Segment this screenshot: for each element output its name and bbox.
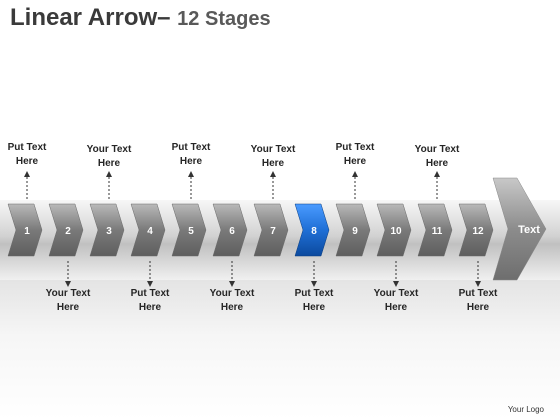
final-arrow: Text xyxy=(492,177,547,281)
stage-chevron-8: 8 xyxy=(294,203,330,257)
stage-label-line: Here xyxy=(15,156,39,167)
stage-number: 6 xyxy=(229,226,235,237)
stage-number: 7 xyxy=(270,226,276,237)
stage-label-line: Your Text xyxy=(86,144,132,155)
stage-chevron-4: 4 xyxy=(130,203,166,257)
stage-label-line: Here xyxy=(220,302,244,313)
stage-chevron-3: 3 xyxy=(89,203,125,257)
stage-label-line: Your Text xyxy=(45,288,91,299)
stage-chevron-11: 11 xyxy=(417,203,453,257)
stage-label-line: Here xyxy=(466,302,490,313)
stage-label-line: Here xyxy=(425,158,449,169)
stage-number: 5 xyxy=(188,226,194,237)
stage-label-line: Here xyxy=(384,302,408,313)
stage-number: 10 xyxy=(390,226,402,237)
stage-label-line: Your Text xyxy=(414,144,460,155)
stage-label-line: Here xyxy=(261,158,285,169)
stage-label-line: Here xyxy=(179,156,203,167)
stage-chevron-1: 1 xyxy=(7,203,43,257)
stage-label-line: Put Text xyxy=(130,288,170,299)
stage-label-line: Your Text xyxy=(250,144,296,155)
title-subtitle: 12 Stages xyxy=(177,8,271,30)
stage-label-line: Here xyxy=(343,156,367,167)
stage-chevron-5: 5 xyxy=(171,203,207,257)
stage-number: 11 xyxy=(432,226,443,237)
stage-number: 1 xyxy=(24,226,30,237)
stage-label-line: Here xyxy=(138,302,162,313)
final-arrow-text: Text xyxy=(518,224,540,236)
footer-logo: Your Logo xyxy=(507,405,544,414)
stage-number: 4 xyxy=(147,226,153,237)
stage-label-line: Here xyxy=(56,302,80,313)
stage-number: 8 xyxy=(311,226,317,237)
stage-number: 2 xyxy=(65,226,71,237)
stage-label-line: Here xyxy=(97,158,121,169)
stage-label-line: Put Text xyxy=(294,288,334,299)
stage-label-line: Your Text xyxy=(373,288,419,299)
title-dash: – xyxy=(157,4,171,31)
stage-chevron-9: 9 xyxy=(335,203,371,257)
stage-chevron-7: 7 xyxy=(253,203,289,257)
stage-label-line: Here xyxy=(302,302,326,313)
stage-label-line: Put Text xyxy=(335,142,375,153)
title-main: Linear Arrow xyxy=(10,4,158,31)
stage-number: 9 xyxy=(352,226,358,237)
stage-number: 12 xyxy=(472,226,484,237)
reflection-floor xyxy=(0,280,560,420)
stage-label-line: Put Text xyxy=(458,288,498,299)
stage-chevron-2: 2 xyxy=(48,203,84,257)
page-title: Linear Arrow– 12 Stages xyxy=(10,4,271,32)
stage-chevron-12: 12 xyxy=(458,203,494,257)
stage-number: 3 xyxy=(106,226,112,237)
stage-chevron-10: 10 xyxy=(376,203,412,257)
stage-label-line: Put Text xyxy=(171,142,211,153)
stage-label-line: Put Text xyxy=(7,142,47,153)
stage-label-line: Your Text xyxy=(209,288,255,299)
stage-chevron-6: 6 xyxy=(212,203,248,257)
